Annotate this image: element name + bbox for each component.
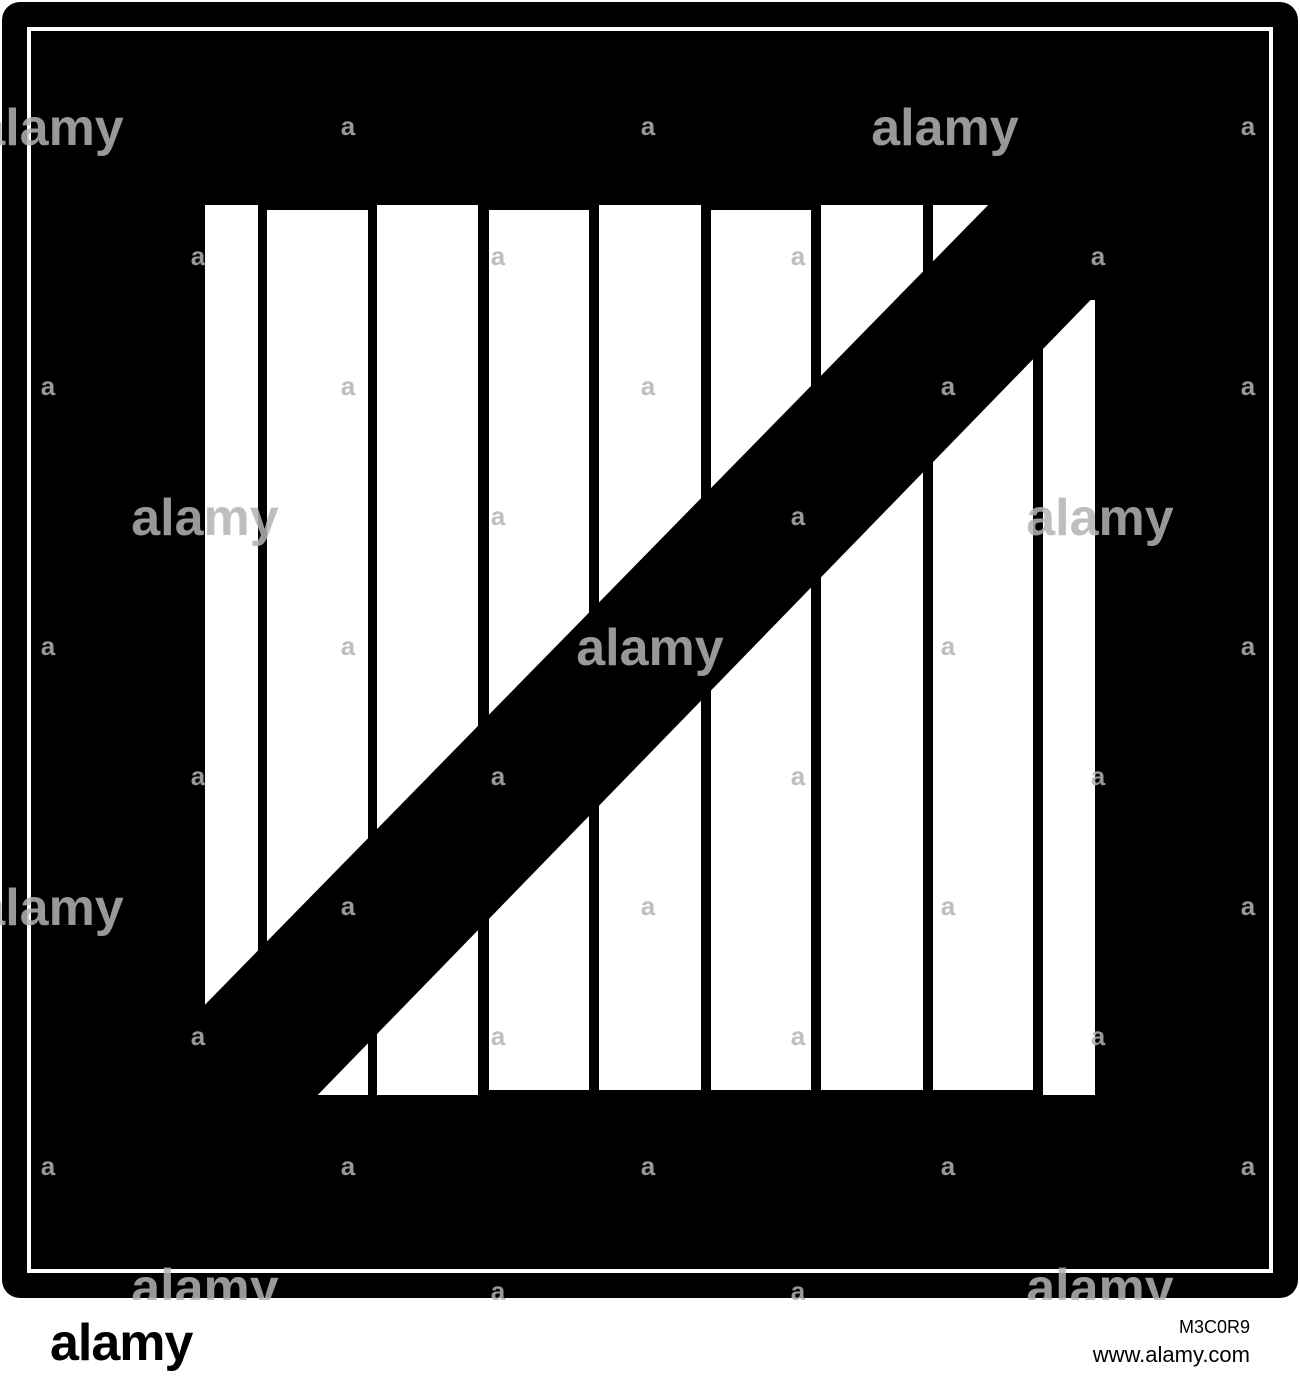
image-id: M3C0R9 bbox=[1178, 1317, 1250, 1337]
watermark-overlay: alamy alamy alamy alamy alamy alamy alamy alamy… bbox=[0, 99, 1256, 1300]
watermark-letter: a bbox=[641, 111, 656, 141]
watermark-word: alamy bbox=[0, 99, 124, 157]
watermark-letter: a bbox=[41, 371, 56, 401]
watermark-letter: a bbox=[641, 891, 656, 921]
watermark-letter: a bbox=[1241, 891, 1256, 921]
watermark-letter: a bbox=[341, 1151, 356, 1181]
watermark-letter: a bbox=[791, 761, 806, 791]
crate-plank bbox=[205, 205, 258, 1095]
watermark-letter: a bbox=[491, 1276, 506, 1300]
crate-diagonal-brace bbox=[190, 195, 1110, 1105]
watermark-letter: a bbox=[1091, 761, 1106, 791]
watermark-letter: a bbox=[1241, 631, 1256, 661]
watermark-letter: a bbox=[1241, 371, 1256, 401]
watermark-letter: a bbox=[791, 1276, 806, 1300]
crate-icon: alamy alamy alamy alamy alamy alamy alamy alamy… bbox=[0, 2, 1298, 1300]
inner-white-border bbox=[27, 27, 1273, 1273]
watermark-letter: a bbox=[641, 1151, 656, 1181]
watermark-letter: a bbox=[341, 891, 356, 921]
crate-plank bbox=[1043, 300, 1095, 1095]
footer-meta: M3C0R9 www.alamy.com bbox=[1093, 1314, 1250, 1370]
watermark-letter: a bbox=[941, 1151, 956, 1181]
watermark-word: alamy bbox=[1026, 1259, 1174, 1300]
watermark-word: alamy bbox=[131, 1259, 279, 1300]
watermark-letter: a bbox=[1091, 241, 1106, 271]
watermark-letter: a bbox=[941, 891, 956, 921]
watermark-letter: a bbox=[341, 371, 356, 401]
watermark-letter: a bbox=[341, 631, 356, 661]
watermark-letter: a bbox=[491, 241, 506, 271]
watermark-letter: a bbox=[1241, 1151, 1256, 1181]
watermark-letter: a bbox=[191, 241, 206, 271]
stock-footer: alamy M3C0R9 www.alamy.com bbox=[0, 1300, 1300, 1390]
watermark-letter: a bbox=[941, 631, 956, 661]
watermark-word: alamy bbox=[871, 99, 1019, 157]
watermark-letter: a bbox=[191, 1021, 206, 1051]
crate-icon-panel: alamy alamy alamy alamy alamy alamy alamy alamy… bbox=[0, 2, 1298, 1300]
watermark-letter: a bbox=[491, 761, 506, 791]
watermark-letter: a bbox=[641, 371, 656, 401]
watermark-word: alamy bbox=[0, 879, 124, 937]
watermark-letter: a bbox=[1241, 111, 1256, 141]
alamy-logo: alamy bbox=[50, 1314, 193, 1372]
watermark-letter: a bbox=[791, 241, 806, 271]
watermark-word: alamy bbox=[576, 619, 724, 677]
watermark-letter: a bbox=[341, 111, 356, 141]
watermark-letter: a bbox=[491, 501, 506, 531]
watermark-word: alamy bbox=[1026, 489, 1174, 547]
watermark-letter: a bbox=[41, 1151, 56, 1181]
site-url-link[interactable]: www.alamy.com bbox=[1092, 1342, 1250, 1367]
watermark-letter: a bbox=[191, 761, 206, 791]
watermark-letter: a bbox=[791, 501, 806, 531]
watermark-letter: a bbox=[41, 631, 56, 661]
watermark-letter: a bbox=[1091, 1021, 1106, 1051]
watermark-word: alamy bbox=[131, 489, 279, 547]
watermark-letter: a bbox=[791, 1021, 806, 1051]
watermark-letter: a bbox=[491, 1021, 506, 1051]
watermark-letter: a bbox=[941, 371, 956, 401]
